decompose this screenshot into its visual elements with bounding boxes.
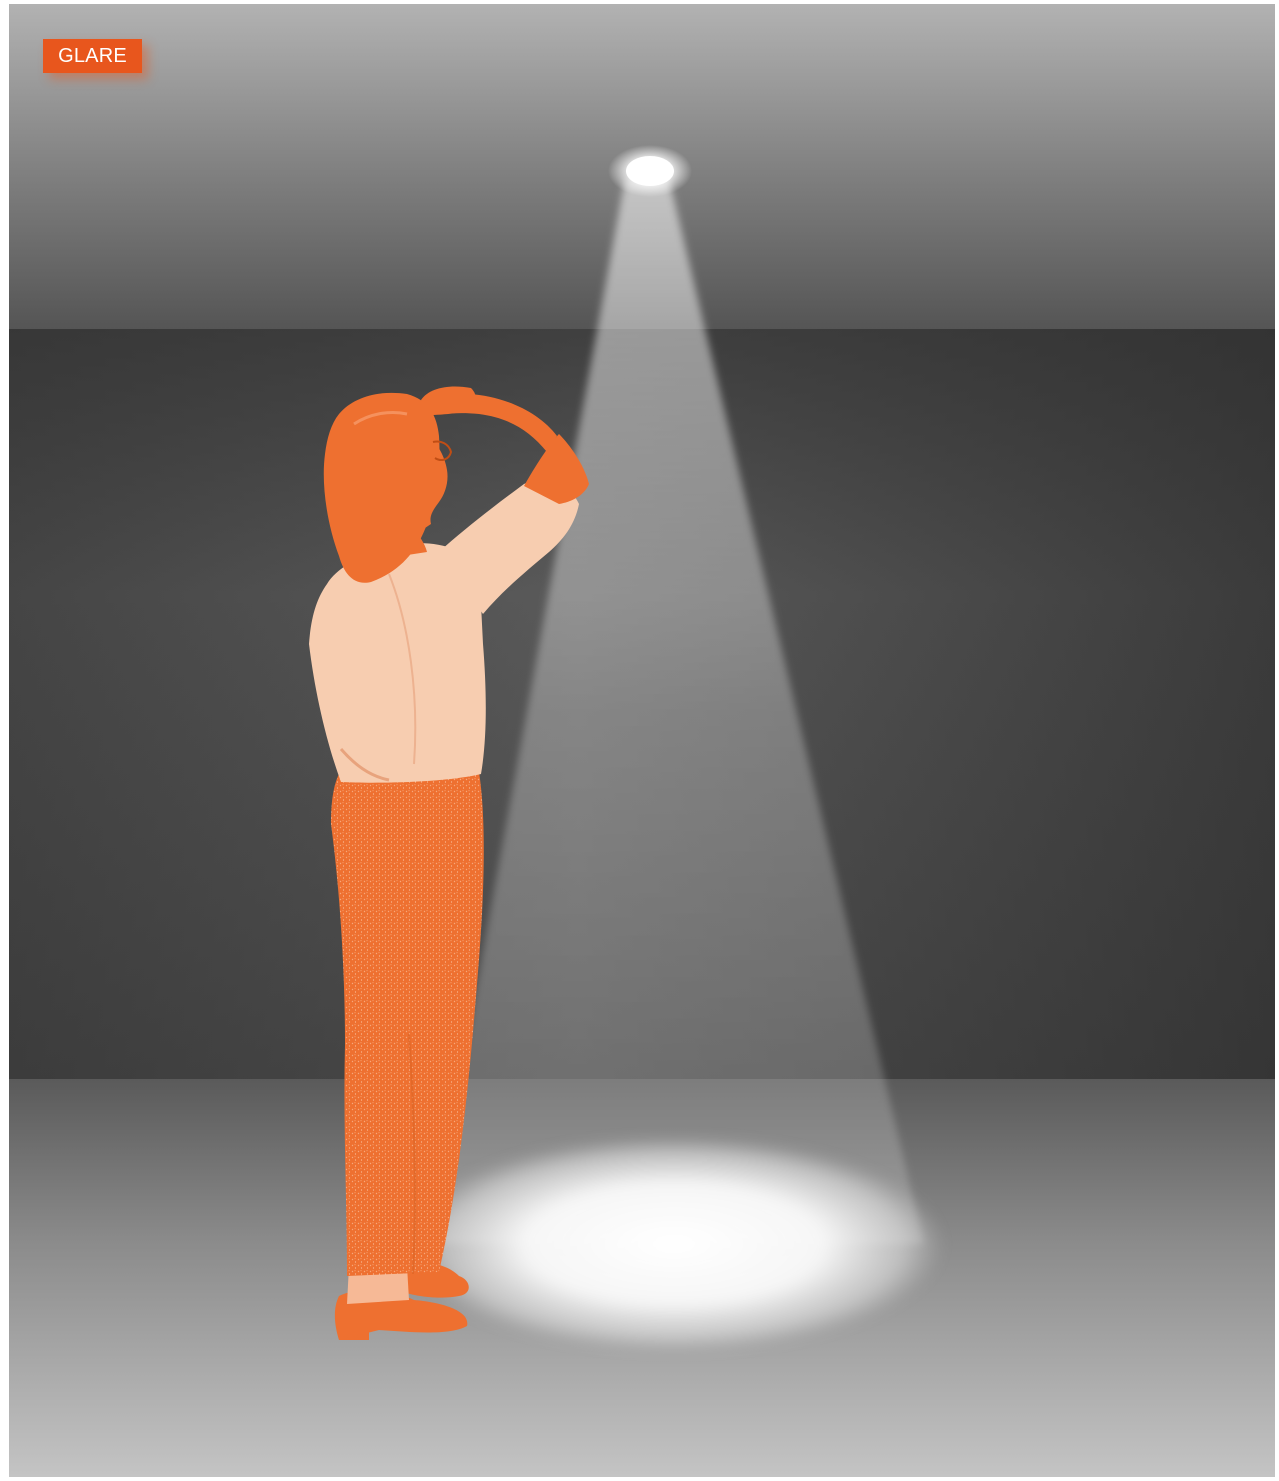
glare-label-badge: GLARE [43, 39, 142, 73]
ceiling-spotlight-icon [608, 145, 692, 197]
glare-scene [9, 4, 1275, 1477]
floor-spotlight [404, 1136, 944, 1352]
scene-illustration [9, 4, 1275, 1477]
